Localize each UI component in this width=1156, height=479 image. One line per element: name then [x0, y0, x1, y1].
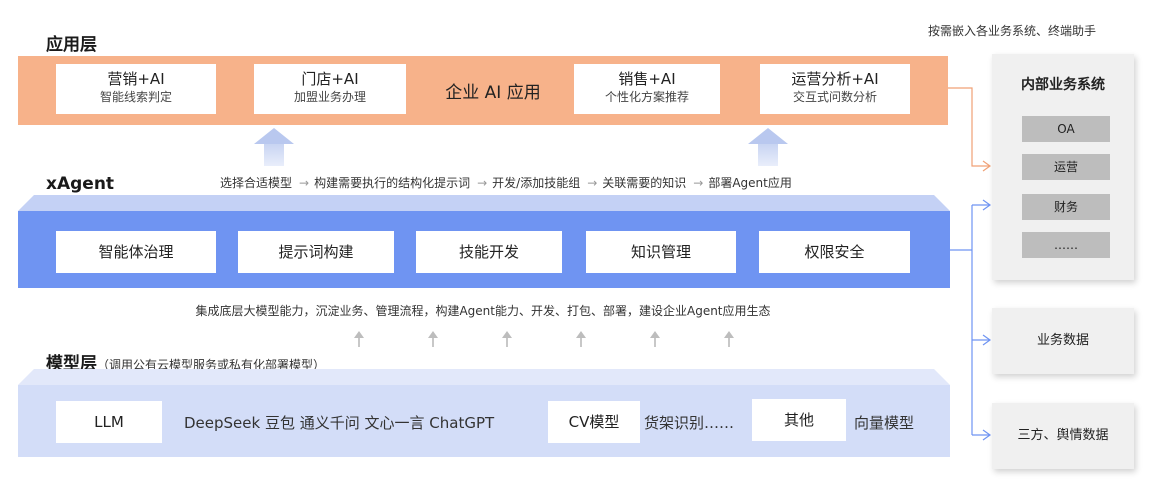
system-item-oa[interactable]: OA	[1022, 116, 1110, 142]
bus-to-third-party-arrowhead	[982, 429, 992, 441]
cv-model-card[interactable]: CV模型	[548, 401, 640, 443]
step-label: 部署Agent应用	[708, 176, 792, 190]
app-to-systems-connector	[948, 87, 990, 167]
llm-model-list: DeepSeek 豆包 通义千问 文心一言 ChatGPT	[184, 414, 495, 432]
model-layer-subtitle: （调用公有云模型服务或私有化部署模型）	[97, 358, 326, 372]
business-data-box[interactable]: 业务数据	[992, 308, 1134, 374]
internal-systems-panel: 内部业务系统 OA 运营 财务 ……	[992, 54, 1134, 280]
app-layer-band: 营销+AI 智能线索判定 门店+AI 加盟业务办理 企业 AI 应用 销售+AI…	[18, 56, 948, 125]
module-access-security[interactable]: 权限安全	[759, 231, 910, 273]
enterprise-ai-label: 企业 AI 应用	[445, 83, 541, 103]
bus-to-business-data-arrowhead	[982, 334, 992, 346]
app-card-title: 门店+AI	[301, 70, 359, 88]
up-arrow-icon	[724, 331, 734, 347]
app-card-marketing[interactable]: 营销+AI 智能线索判定	[56, 64, 216, 114]
app-card-subtitle: 智能线索判定	[99, 90, 172, 104]
up-arrow-icon	[502, 331, 512, 347]
embed-note: 按需嵌入各业务系统、终端助手	[928, 24, 1097, 38]
xagent-layer-band: 智能体治理 提示词构建 技能开发 知识管理 权限安全	[18, 211, 950, 288]
system-item-finance[interactable]: 财务	[1022, 194, 1110, 220]
up-arrow-icon	[428, 331, 438, 347]
step-label: 构建需要执行的结构化提示词	[314, 176, 471, 190]
xagent-steps: 选择合适模型 → 构建需要执行的结构化提示词 → 开发/添加技能组 → 关联需要的知识 → 部署…	[220, 174, 792, 191]
other-model-list: 向量模型	[854, 414, 915, 432]
up-arrow-icon	[354, 331, 364, 347]
model-band-top	[18, 369, 950, 385]
other-model-card[interactable]: 其他	[752, 399, 846, 441]
internal-systems-title: 内部业务系统	[1021, 77, 1105, 93]
up-arrow-icon	[254, 128, 294, 166]
bus-to-systems-arrowhead	[982, 199, 992, 211]
app-card-title: 营销+AI	[107, 70, 165, 88]
system-item-more[interactable]: ……	[1022, 232, 1110, 258]
third-party-data-box[interactable]: 三方、舆情数据	[992, 403, 1134, 469]
up-arrow-icon	[748, 128, 788, 166]
app-card-sales[interactable]: 销售+AI 个性化方案推荐	[574, 64, 720, 114]
module-knowledge-management[interactable]: 知识管理	[586, 231, 736, 273]
capability-caption: 集成底层大模型能力，沉淀业务、管理流程，构建Agent能力、开发、打包、部署，建…	[195, 304, 771, 318]
app-card-store[interactable]: 门店+AI 加盟业务办理	[254, 64, 406, 114]
right-arrow-icon: →	[299, 176, 310, 190]
app-card-title: 销售+AI	[618, 70, 676, 88]
app-card-operations[interactable]: 运营分析+AI 交互式问数分析	[760, 64, 910, 114]
step-label: 选择合适模型	[220, 176, 293, 190]
right-arrow-icon: →	[477, 176, 488, 190]
llm-card[interactable]: LLM	[56, 401, 162, 443]
xagent-layer-title: xAgent	[46, 174, 115, 194]
module-prompt-building[interactable]: 提示词构建	[238, 231, 394, 273]
app-to-systems-arrowhead	[982, 160, 992, 172]
step-label: 开发/添加技能组	[492, 176, 581, 190]
app-card-subtitle: 加盟业务办理	[293, 90, 366, 104]
up-arrow-icon	[576, 331, 586, 347]
step-label: 关联需要的知识	[602, 176, 687, 190]
app-card-title: 运营分析+AI	[791, 70, 879, 88]
xagent-band-top	[18, 195, 950, 211]
model-layer-band: LLM DeepSeek 豆包 通义千问 文心一言 ChatGPT CV模型 货…	[18, 385, 950, 457]
module-skill-development[interactable]: 技能开发	[416, 231, 562, 273]
app-card-subtitle: 个性化方案推荐	[604, 90, 689, 104]
app-layer-title: 应用层	[46, 35, 97, 55]
right-arrow-icon: →	[693, 176, 704, 190]
system-item-operations[interactable]: 运营	[1022, 154, 1110, 180]
app-card-subtitle: 交互式问数分析	[792, 90, 877, 104]
up-arrow-icon	[650, 331, 660, 347]
module-agent-governance[interactable]: 智能体治理	[56, 231, 216, 273]
right-arrow-icon: →	[587, 176, 598, 190]
cv-model-list: 货架识别……	[644, 414, 735, 432]
